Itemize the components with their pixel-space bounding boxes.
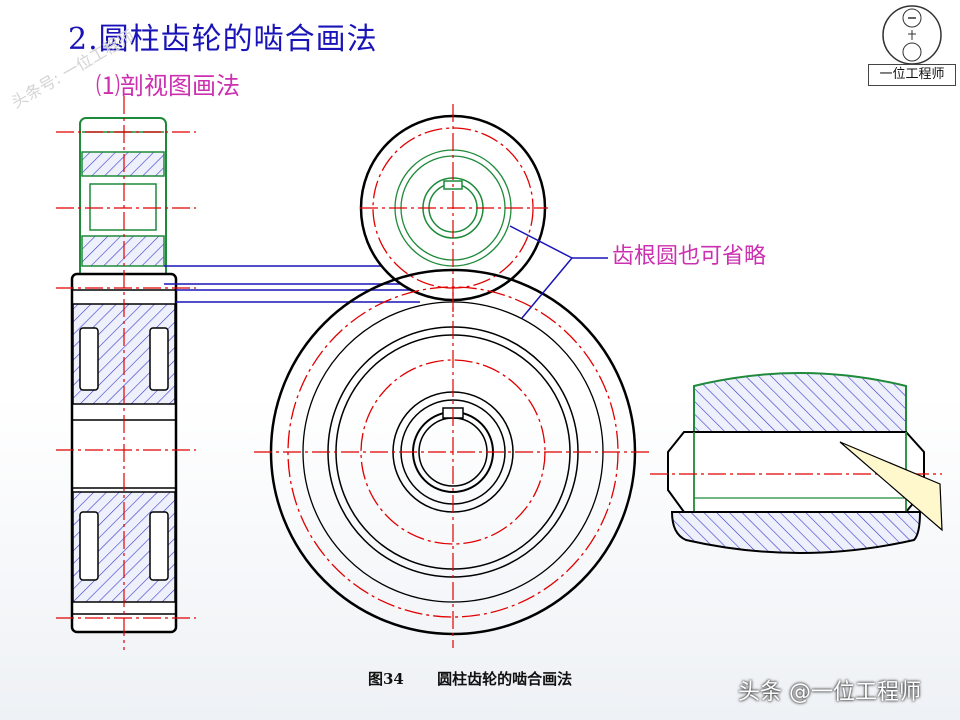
page-title: 2.圆柱齿轮的啮合画法 xyxy=(68,22,378,57)
callout-root-circle-note: 齿根圆也可省略 xyxy=(612,244,767,269)
large-gear-section xyxy=(56,96,196,650)
callout-leader xyxy=(509,225,608,319)
brand-logo: 一位工程师 xyxy=(866,4,958,86)
section-subtitle: ⑴剖视图画法 xyxy=(96,72,240,100)
brand-logo-label: 一位工程师 xyxy=(868,64,956,86)
projection-lines xyxy=(164,265,440,303)
small-gear-front-view xyxy=(359,104,548,312)
figure-number: 图34 xyxy=(368,670,404,688)
figure-caption: 图34 圆柱齿轮的啮合画法 xyxy=(368,668,600,689)
figure-title: 圆柱齿轮的啮合画法 xyxy=(437,670,573,688)
small-gear-section xyxy=(56,117,196,301)
source-watermark: 头条 @一位工程师 xyxy=(738,680,921,705)
large-gear-front-view xyxy=(254,268,652,648)
mesh-detail-view xyxy=(650,372,943,554)
